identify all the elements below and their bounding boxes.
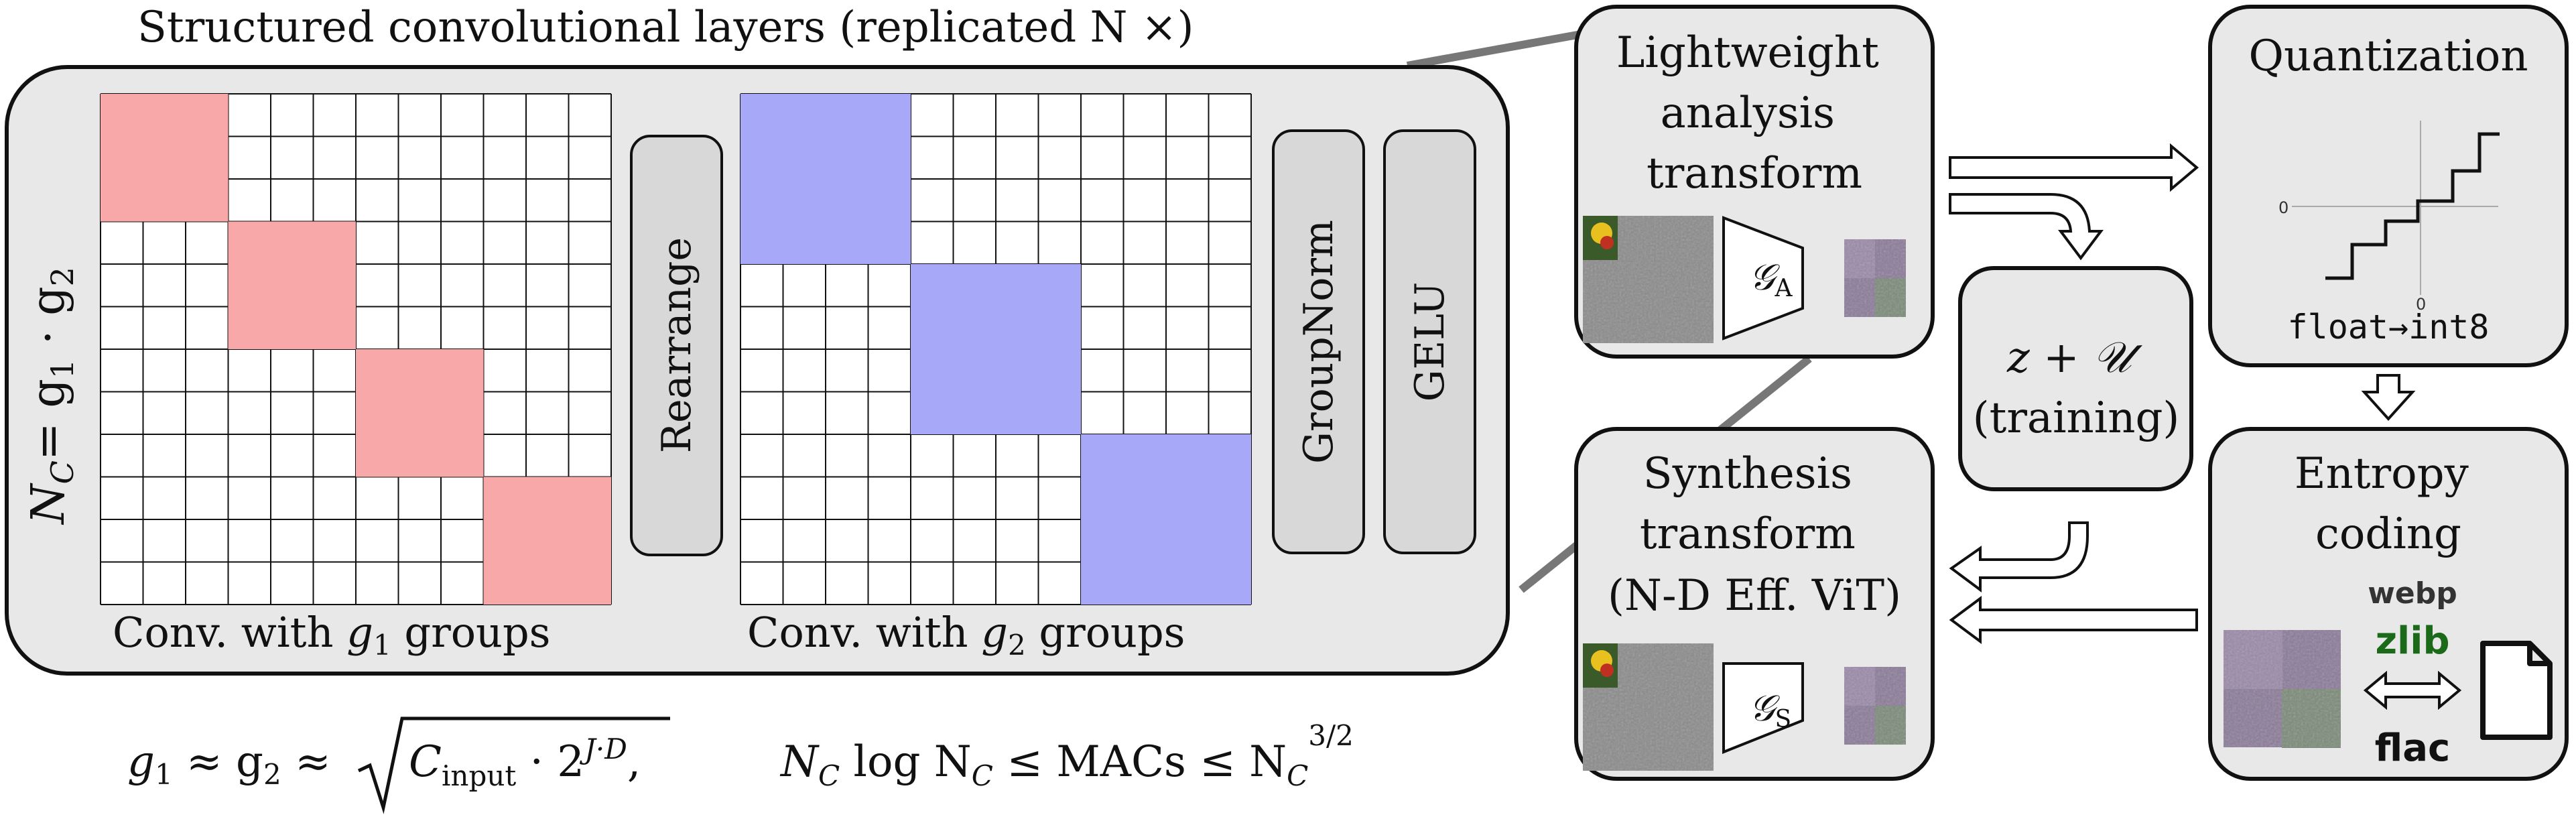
analysis-title: Lightweight analysis transform xyxy=(1616,28,1892,198)
arrow-quantization-to-entropy xyxy=(2361,374,2416,421)
gelu-block xyxy=(1383,129,1476,554)
ga-encoder-shape xyxy=(1722,216,1804,340)
quantization-title: Quantization xyxy=(2248,32,2528,81)
conv2-caption: Conv. with g2 groups xyxy=(747,608,1185,662)
quantization-step-plot: 0 0 xyxy=(2278,121,2500,314)
nc-label: NC= g1 · g2 xyxy=(22,267,80,525)
conv2-group-block xyxy=(1081,434,1251,605)
rearrange-label: Rearrange xyxy=(653,237,700,453)
arrow-analysis-to-noise xyxy=(1949,193,2104,261)
analysis-input-image xyxy=(1583,216,1714,343)
analysis-latent-image xyxy=(1844,239,1906,317)
groupnorm-label: GroupNorm xyxy=(1295,220,1342,464)
connector-line-top xyxy=(1406,29,1586,70)
macs-formula: NC log NC ≤ MACs ≤ NC3/2 xyxy=(779,719,1354,792)
conv1-caption: Conv. with g1 groups xyxy=(113,608,550,662)
entropy-latent-image xyxy=(2224,630,2341,748)
conv1-group-block xyxy=(228,221,356,349)
synthesis-latent-image xyxy=(1844,667,1906,745)
svg-text:NC= g1 · g2: NC= g1 · g2 xyxy=(22,267,80,525)
entropy-title: Entropy coding xyxy=(2295,449,2482,559)
gelu-label: GELU xyxy=(1407,282,1454,402)
svg-text:Cinput · 2J·D,: Cinput · 2J·D, xyxy=(409,733,641,792)
conv1-group-block xyxy=(101,94,229,222)
gs-decoder-shape xyxy=(1722,662,1804,754)
diagram-title: Structured convolutional layers (replica… xyxy=(137,3,1194,52)
svg-text:0: 0 xyxy=(2278,198,2289,217)
conv1-group-block xyxy=(483,477,611,605)
conv2-group-block xyxy=(911,264,1081,434)
noise-label: z + 𝒰 (training) xyxy=(1973,333,2180,443)
svg-text:0: 0 xyxy=(2416,295,2426,314)
quantization-caption: float→int8 xyxy=(2287,308,2489,346)
groupnorm-block xyxy=(1272,129,1365,554)
synthesis-output-image xyxy=(1583,643,1714,771)
rearrange-block xyxy=(630,135,723,556)
file-icon xyxy=(2480,641,2553,740)
conv1-group-block xyxy=(356,349,484,477)
zlib-logo: zlib xyxy=(2375,619,2449,663)
groups-formula: g1 ≈ g2 ≈ Cinput · 2J·D, xyxy=(127,716,670,814)
noise-training-box xyxy=(1958,266,2193,491)
conv-g2-grid xyxy=(740,93,1252,605)
arrow-entropy-to-synthesis xyxy=(1949,596,2198,644)
svg-text:g1 ≈ g2 ≈: g1 ≈ g2 ≈ xyxy=(127,737,331,791)
quantization-box xyxy=(2208,5,2569,367)
conv2-group-block xyxy=(740,94,911,264)
flac-logo: flac xyxy=(2375,727,2451,770)
bidirectional-arrow-icon xyxy=(2363,670,2462,710)
conv-g1-grid xyxy=(100,93,612,605)
svg-text:NC log NC ≤ MACs ≤ NC3/2: NC log NC ≤ MACs ≤ NC3/2 xyxy=(779,719,1354,792)
arrow-analysis-to-quantization xyxy=(1949,143,2199,192)
arrow-noise-to-synthesis xyxy=(1949,521,2089,592)
webp-logo: webp xyxy=(2368,576,2457,611)
synthesis-title: Synthesis transform (N-D Eff. ViT) xyxy=(1608,449,1901,621)
